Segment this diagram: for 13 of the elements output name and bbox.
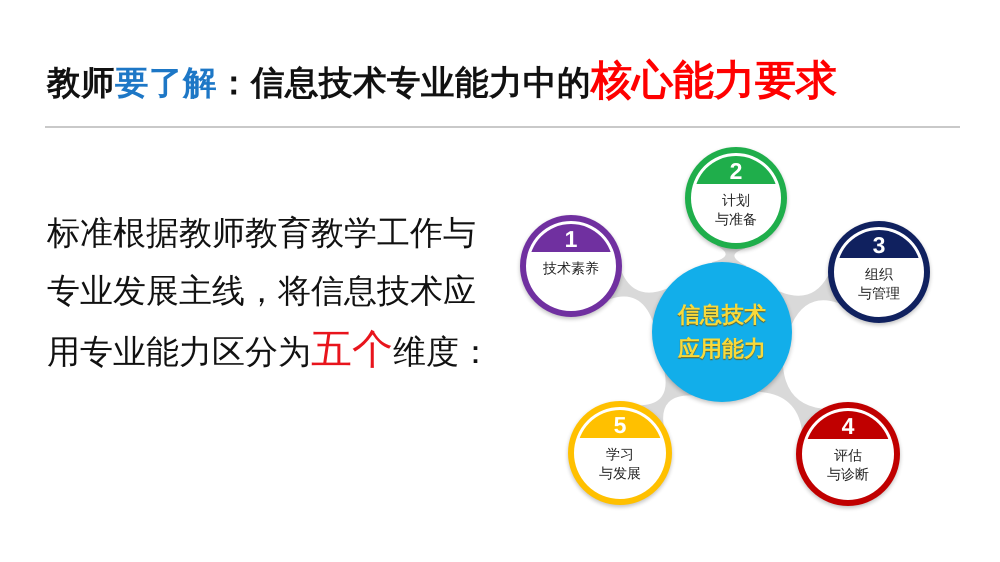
step-number: 2: [730, 158, 742, 184]
step-label: 技术素养: [542, 259, 600, 278]
slide-title: 教师要了解：信息技术专业能力中的核心能力要求: [47, 56, 837, 105]
step-label: 计划与准备: [714, 191, 758, 229]
body-text: 标准根据教师教育教学工作与专业发展主线，将信息技术应用专业能力区分为五个维度：: [47, 213, 493, 374]
step-label: 评估与诊断: [826, 446, 870, 484]
center-label: 信息技术应用能力: [678, 301, 766, 363]
step-label: 组织与管理: [857, 265, 901, 303]
step-number: 4: [842, 413, 854, 439]
step-number: 1: [564, 226, 578, 252]
step-number: 5: [614, 412, 626, 438]
step-number: 3: [872, 232, 886, 258]
step-label: 学习与发展: [598, 445, 642, 483]
